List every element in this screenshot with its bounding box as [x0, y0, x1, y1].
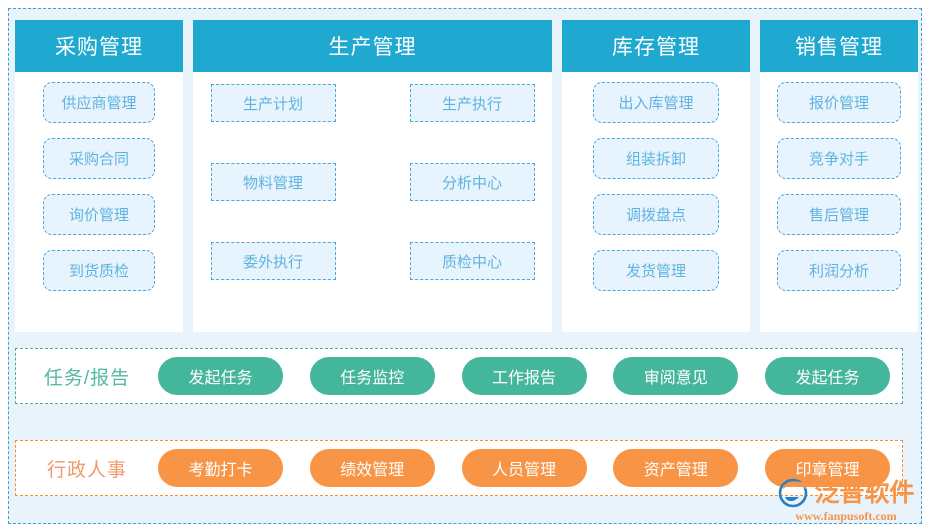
module-title-purchasing: 采购管理 [15, 20, 183, 72]
module-items-inventory: 出入库管理 组装拆卸 调拨盘点 发货管理 [562, 72, 750, 306]
module-card-production[interactable]: 生产管理 生产计划 生产执行 物料管理 分析中心 委外执行 质检中心 [193, 20, 552, 332]
band-admin-hr-actions: 考勤打卡 绩效管理 人员管理 资产管理 印章管理 [158, 449, 902, 487]
module-item[interactable]: 售后管理 [777, 194, 901, 235]
module-item[interactable]: 组装拆卸 [593, 138, 719, 179]
module-item[interactable]: 调拨盘点 [593, 194, 719, 235]
action-pill[interactable]: 资产管理 [613, 449, 739, 487]
module-item[interactable]: 供应商管理 [43, 82, 155, 123]
module-item[interactable]: 采购合同 [43, 138, 155, 179]
action-pill[interactable]: 发起任务 [765, 357, 890, 395]
module-item[interactable]: 质检中心 [409, 242, 535, 280]
module-title-inventory: 库存管理 [562, 20, 750, 72]
action-pill[interactable]: 印章管理 [765, 449, 890, 487]
band-task-report-actions: 发起任务 任务监控 工作报告 审阅意见 发起任务 [158, 357, 902, 395]
module-item[interactable]: 发货管理 [593, 250, 719, 291]
module-item[interactable]: 利润分析 [777, 250, 901, 291]
action-pill[interactable]: 人员管理 [461, 449, 587, 487]
band-admin-hr: 行政人事 考勤打卡 绩效管理 人员管理 资产管理 印章管理 [15, 440, 903, 496]
band-task-report: 任务/报告 发起任务 任务监控 工作报告 审阅意见 发起任务 [15, 348, 903, 404]
module-card-purchasing[interactable]: 采购管理 供应商管理 采购合同 询价管理 到货质检 [15, 20, 183, 332]
module-items-production: 生产计划 生产执行 物料管理 分析中心 委外执行 质检中心 [193, 72, 552, 280]
module-card-inventory[interactable]: 库存管理 出入库管理 组装拆卸 调拨盘点 发货管理 [562, 20, 750, 332]
module-title-production: 生产管理 [193, 20, 552, 72]
action-pill[interactable]: 审阅意见 [613, 357, 739, 395]
module-item[interactable]: 报价管理 [777, 82, 901, 123]
band-label-admin-hr: 行政人事 [46, 459, 127, 481]
module-item[interactable]: 询价管理 [43, 194, 155, 235]
module-item[interactable]: 生产执行 [409, 84, 535, 122]
action-pill[interactable]: 绩效管理 [309, 449, 435, 487]
module-item[interactable]: 竞争对手 [777, 138, 901, 179]
action-pill[interactable]: 工作报告 [461, 357, 587, 395]
module-items-purchasing: 供应商管理 采购合同 询价管理 到货质检 [15, 72, 183, 306]
band-label-task-report: 任务/报告 [43, 367, 131, 389]
action-pill[interactable]: 考勤打卡 [158, 449, 283, 487]
module-item[interactable]: 委外执行 [210, 242, 336, 280]
module-item[interactable]: 物料管理 [210, 163, 336, 201]
module-card-sales[interactable]: 销售管理 报价管理 竞争对手 售后管理 利润分析 [760, 20, 918, 332]
module-item[interactable]: 分析中心 [409, 163, 535, 201]
module-item[interactable]: 到货质检 [43, 250, 155, 291]
module-items-sales: 报价管理 竞争对手 售后管理 利润分析 [760, 72, 918, 306]
module-card-row: 采购管理 供应商管理 采购合同 询价管理 到货质检 生产管理 生产计划 生产执行… [15, 20, 918, 332]
module-item[interactable]: 生产计划 [210, 84, 336, 122]
module-item[interactable]: 出入库管理 [593, 82, 719, 123]
action-pill[interactable]: 任务监控 [309, 357, 435, 395]
module-title-sales: 销售管理 [760, 20, 918, 72]
action-pill[interactable]: 发起任务 [158, 357, 283, 395]
